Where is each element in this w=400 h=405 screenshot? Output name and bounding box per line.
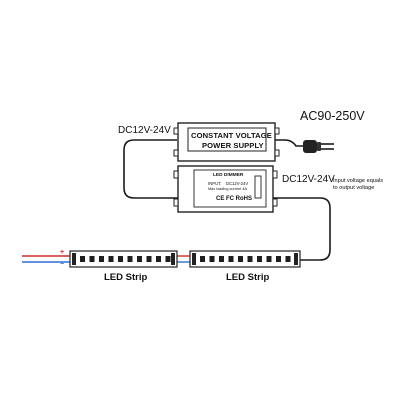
led-chips [80,256,291,262]
led-chip [219,256,224,262]
voltage-note-line2: to output voltage [333,185,375,191]
led-chip [165,256,171,262]
wire-psu-to-dimmer [123,139,178,199]
led-chip [257,256,262,262]
dimmer-input-value: DC12V-24V [226,181,249,186]
led-chip [127,256,133,262]
psu-output-label: DC12V-24V [118,125,171,136]
led-strip-2-label: LED Strip [226,272,270,283]
led-chip [200,256,205,262]
led-chip [247,256,253,262]
led-chip [266,256,272,262]
led-chip [156,256,161,262]
led-chip [99,256,104,262]
strip-connector-wires [177,255,190,263]
ac-input-label: AC90-250V [300,109,365,123]
led-chip [137,256,142,262]
dimmer-cert-marks: CE FC RoHS [216,196,252,202]
led-chip [108,256,114,262]
led-strip-1 [69,250,178,268]
dimmer-box [173,165,278,213]
led-chip [209,256,215,262]
polarity-minus: − [60,261,65,268]
led-chip [238,256,243,262]
led-chip [285,256,291,262]
dimmer-output-label: DC12V-24V [282,174,335,185]
led-chip [80,256,85,262]
ac-plug-icon [303,140,334,153]
input-wires [22,255,70,263]
led-chip [146,256,152,262]
dimmer-input-text: INPUT: [208,181,222,186]
wire-dimmer-to-strips [273,197,331,261]
led-strip-1-label: LED Strip [104,272,148,283]
led-chip [228,256,234,262]
led-chip [118,256,123,262]
psu-title-line2: POWER SUPPLY [202,141,264,150]
polarity-plus: + [60,249,65,256]
wire-psu-to-plug [275,139,304,147]
voltage-note-line1: Input voltage equals [333,178,384,184]
psu-title-line1: CONSTANT VOLTAGE [191,131,272,140]
power-supply-box [173,122,280,162]
dimmer-title: LED DIMMER [213,173,244,178]
led-chip [276,256,281,262]
led-chip [89,256,95,262]
dimmer-load-text: Max loading current 4A [208,187,248,191]
led-strip-2 [189,250,301,268]
